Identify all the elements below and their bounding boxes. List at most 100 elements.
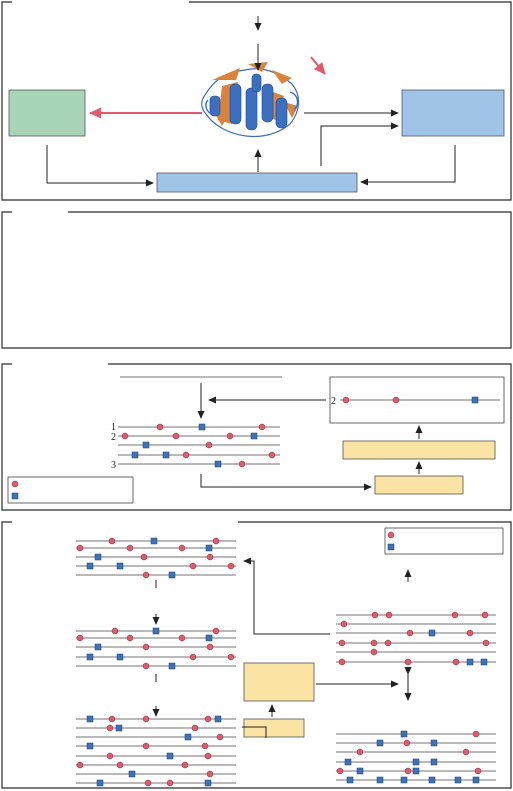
- panel-c-legend-box: [7, 476, 134, 504]
- panel-c-yellow-box-upper: [342, 440, 496, 460]
- blue-square-marker: [428, 629, 436, 637]
- red-circle-marker: [191, 724, 199, 732]
- panel-d-yellow-box-lower: [243, 718, 305, 738]
- red-circle-marker: [384, 639, 392, 647]
- red-circle-marker: [371, 611, 379, 619]
- red-circle-marker: [472, 730, 480, 738]
- red-circle-marker: [106, 752, 114, 760]
- panel-b: [1, 211, 512, 349]
- red-circle-marker: [268, 451, 276, 459]
- blue-square-marker: [214, 460, 222, 468]
- blue-square-marker: [131, 451, 139, 459]
- panel-d: [1, 521, 512, 789]
- panel-d-border: [1, 521, 512, 789]
- blue-square-marker: [430, 739, 438, 747]
- red-circle-marker: [106, 724, 114, 732]
- blue-square-marker: [116, 653, 124, 661]
- red-circle-marker: [406, 629, 414, 637]
- red-circle-marker: [474, 767, 482, 775]
- red-circle-marker: [466, 629, 474, 637]
- panel-a-right-blue-box: [401, 89, 505, 137]
- blue-square-marker: [166, 752, 174, 760]
- red-circle-marker: [212, 627, 220, 635]
- blue-square-marker: [214, 715, 222, 723]
- red-circle-marker: [338, 658, 346, 666]
- red-circle-marker: [226, 432, 234, 440]
- red-circle-marker: [462, 748, 470, 756]
- red-circle-marker: [182, 451, 190, 459]
- panel-b-border: [1, 211, 512, 349]
- red-circle-marker: [340, 620, 348, 628]
- blue-square-marker: [128, 770, 136, 778]
- red-circle-marker: [76, 634, 84, 642]
- red-circle-marker: [370, 648, 378, 656]
- blue-square-marker: [376, 739, 384, 747]
- red-circle-marker: [189, 562, 197, 570]
- red-circle-marker: [392, 396, 400, 404]
- red-circle-marker: [142, 571, 150, 579]
- red-circle-marker: [212, 537, 220, 545]
- blue-square-marker: [86, 715, 94, 723]
- blue-square-marker: [162, 451, 170, 459]
- blue-square-marker: [11, 492, 19, 500]
- panel-c-yellow-box-lower: [374, 475, 464, 495]
- blue-square-marker: [376, 776, 384, 784]
- panel-a-bottom-blue-box: [156, 172, 358, 193]
- source-row-number: 2: [331, 396, 336, 407]
- red-circle-marker: [403, 739, 411, 747]
- red-circle-marker: [189, 653, 197, 661]
- red-circle-marker: [142, 742, 150, 750]
- red-circle-marker: [205, 441, 213, 449]
- red-circle-marker: [116, 761, 124, 769]
- red-circle-marker: [385, 611, 393, 619]
- blue-square-marker: [205, 544, 213, 552]
- red-circle-marker: [404, 658, 412, 666]
- blue-square-marker: [400, 730, 408, 738]
- blue-square-marker: [150, 537, 158, 545]
- row-number-3: 3: [111, 460, 116, 471]
- blue-square-marker: [387, 543, 395, 551]
- red-circle-marker: [206, 553, 214, 561]
- blue-square-marker: [86, 653, 94, 661]
- panel-d-legend-box: [384, 527, 504, 555]
- panel-c-border: [1, 363, 512, 511]
- blue-square-marker: [198, 423, 206, 431]
- red-circle-marker: [140, 553, 148, 561]
- blue-square-marker: [356, 767, 364, 775]
- red-circle-marker: [356, 748, 364, 756]
- blue-square-marker: [344, 758, 352, 766]
- panel-a-border: [1, 1, 512, 201]
- red-circle-marker: [204, 752, 212, 760]
- red-circle-marker: [387, 531, 395, 539]
- row-number-2: 2: [111, 432, 116, 443]
- panel-a: [1, 1, 512, 201]
- blue-square-marker: [116, 562, 124, 570]
- red-circle-marker: [156, 423, 164, 431]
- red-circle-marker: [166, 779, 174, 787]
- red-circle-marker: [227, 562, 235, 570]
- red-circle-marker: [172, 432, 180, 440]
- sequence-rows: [11, 396, 496, 787]
- red-circle-marker: [178, 544, 186, 552]
- red-circle-marker: [76, 544, 84, 552]
- red-circle-marker: [178, 634, 186, 642]
- panel-c: 2 1 2 3: [1, 363, 512, 511]
- blue-square-marker: [412, 767, 420, 775]
- red-circle-marker: [121, 432, 129, 440]
- blue-square-marker: [412, 758, 420, 766]
- blue-square-marker: [115, 724, 123, 732]
- blue-square-marker: [168, 571, 176, 579]
- blue-square-marker: [428, 776, 436, 784]
- red-circle-marker: [108, 537, 116, 545]
- red-circle-marker: [481, 611, 489, 619]
- red-circle-marker: [142, 662, 150, 670]
- red-circle-marker: [126, 634, 134, 642]
- blue-square-marker: [152, 627, 160, 635]
- red-circle-marker: [216, 733, 224, 741]
- red-circle-marker: [142, 643, 150, 651]
- blue-square-marker: [400, 776, 408, 784]
- red-circle-marker: [126, 544, 134, 552]
- red-circle-marker: [108, 715, 116, 723]
- blue-square-marker: [94, 643, 102, 651]
